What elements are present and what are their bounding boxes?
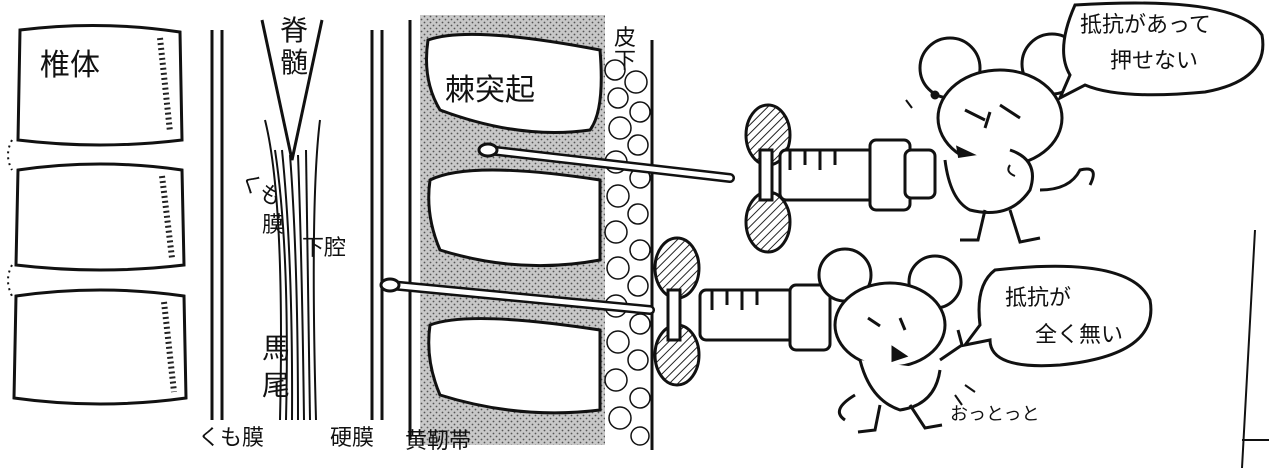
intervertebral-dots: [8, 140, 12, 296]
label-cauda-2: 尾: [262, 369, 290, 402]
label-spinal-cord-2: 髄: [280, 46, 308, 79]
speech-top-line1: 抵抗があって: [1080, 13, 1211, 38]
label-arachnoid-2: 膜: [262, 213, 284, 238]
membrane-lines-right: [372, 20, 410, 440]
label-subcutaneous-1: 皮: [614, 26, 636, 51]
label-subcutaneous-2: 下: [614, 49, 636, 74]
speech-top-line2: 押せない: [1110, 49, 1198, 74]
label-subarachnoid-space: 下腔: [302, 236, 346, 261]
label-cauda-1: 馬: [262, 332, 290, 365]
vertebra-1: [18, 25, 182, 145]
subcutaneous-fat: [605, 40, 652, 450]
label-dura-bottom: 硬膜: [330, 426, 374, 451]
spinous-process-2: [429, 170, 600, 266]
speech-bottom-line1: 抵抗が: [1005, 286, 1071, 311]
speech-bubble-bottom: [965, 266, 1151, 365]
label-spinous-process: 棘突起: [445, 73, 535, 108]
spinous-process-3: [429, 319, 600, 413]
speech-bottom-line2: 全く無い: [1035, 323, 1123, 348]
sfx-stumble: おっとっと: [950, 404, 1039, 425]
label-spinal-cord-1: 脊: [280, 14, 308, 47]
label-ligament-bottom: 黄靭帯: [405, 429, 471, 454]
membrane-lines-left: [212, 30, 222, 420]
vertebra-3: [14, 290, 186, 404]
label-vertebral-body: 椎体: [40, 48, 100, 83]
frame-edge: [1242, 230, 1269, 468]
vertebra-2: [16, 164, 184, 270]
label-arachnoid-bottom: くも膜: [198, 426, 264, 451]
